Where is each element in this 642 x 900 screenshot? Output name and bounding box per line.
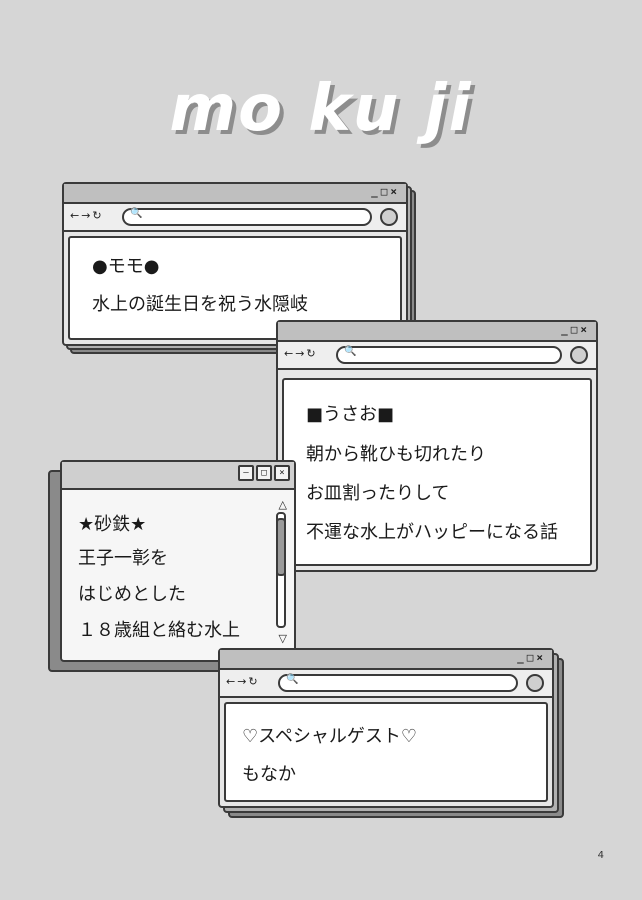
browser-window-momo[interactable]: _□× ←→↻ 🔍 ●モモ● 水上の誕生日を祝う水隠岐 (62, 182, 408, 346)
window-controls[interactable]: _□× (561, 323, 590, 336)
window-heading: ♡スペシャルゲスト♡ (242, 726, 418, 747)
title-bar: _□× (220, 650, 552, 670)
nav-arrows-icon[interactable]: ←→↻ (226, 675, 260, 688)
window-heading: ●モモ● (92, 256, 160, 277)
address-bar[interactable]: 🔍 (122, 208, 372, 226)
window-text: もなか (242, 764, 296, 785)
nav-bar: ←→↻ 🔍 (278, 342, 596, 370)
search-icon: 🔍 (344, 346, 357, 357)
dialog-window-satetsu[interactable]: –□× ★砂鉄★ 王子一彰を はじめとした １８歳組と絡む水上 △ ▽ (60, 460, 296, 662)
window-content: ■うさお■ 朝から靴ひも切れたり お皿割ったりして 不運な水上がハッピーになる話 (282, 378, 592, 566)
scroll-up-icon[interactable]: △ (278, 498, 287, 511)
search-icon: 🔍 (286, 674, 299, 685)
globe-icon[interactable] (570, 346, 588, 364)
browser-window-usao[interactable]: _□× ←→↻ 🔍 ■うさお■ 朝から靴ひも切れたり お皿割ったりして 不運な水… (276, 320, 598, 572)
window-controls[interactable]: _□× (517, 651, 546, 664)
scroll-down-icon[interactable]: ▽ (278, 632, 287, 645)
scrollbar-thumb[interactable] (276, 518, 286, 576)
window-text: 水上の誕生日を祝う水隠岐 (92, 294, 308, 315)
address-bar[interactable]: 🔍 (278, 674, 518, 692)
address-bar[interactable]: 🔍 (336, 346, 562, 364)
title-bar: –□× (62, 462, 294, 490)
window-text: １８歳組と絡む水上 (78, 620, 240, 641)
window-text: 王子一彰を (78, 548, 168, 569)
page-number: 4 (597, 850, 604, 861)
close-icon[interactable]: × (274, 465, 290, 481)
window-controls[interactable]: _□× (371, 185, 400, 198)
nav-arrows-icon[interactable]: ←→↻ (284, 347, 318, 360)
globe-icon[interactable] (380, 208, 398, 226)
page-title: mo ku ji (169, 72, 473, 146)
window-heading: ■うさお■ (306, 404, 395, 425)
window-text: 不運な水上がハッピーになる話 (306, 522, 558, 543)
nav-arrows-icon[interactable]: ←→↻ (70, 209, 104, 222)
window-heading: ★砂鉄★ (78, 514, 147, 535)
window-text: 朝から靴ひも切れたり (306, 444, 486, 465)
window-text: お皿割ったりして (306, 483, 450, 504)
maximize-icon[interactable]: □ (256, 465, 272, 481)
browser-window-guest[interactable]: _□× ←→↻ 🔍 ♡スペシャルゲスト♡ もなか (218, 648, 554, 808)
minimize-icon[interactable]: – (238, 465, 254, 481)
nav-bar: ←→↻ 🔍 (64, 204, 406, 232)
globe-icon[interactable] (526, 674, 544, 692)
window-text: はじめとした (78, 584, 186, 605)
title-bar: _□× (64, 184, 406, 204)
title-bar: _□× (278, 322, 596, 342)
search-icon: 🔍 (130, 208, 143, 219)
window-content: ♡スペシャルゲスト♡ もなか (224, 702, 548, 802)
window-controls[interactable]: –□× (236, 465, 290, 484)
nav-bar: ←→↻ 🔍 (220, 670, 552, 698)
